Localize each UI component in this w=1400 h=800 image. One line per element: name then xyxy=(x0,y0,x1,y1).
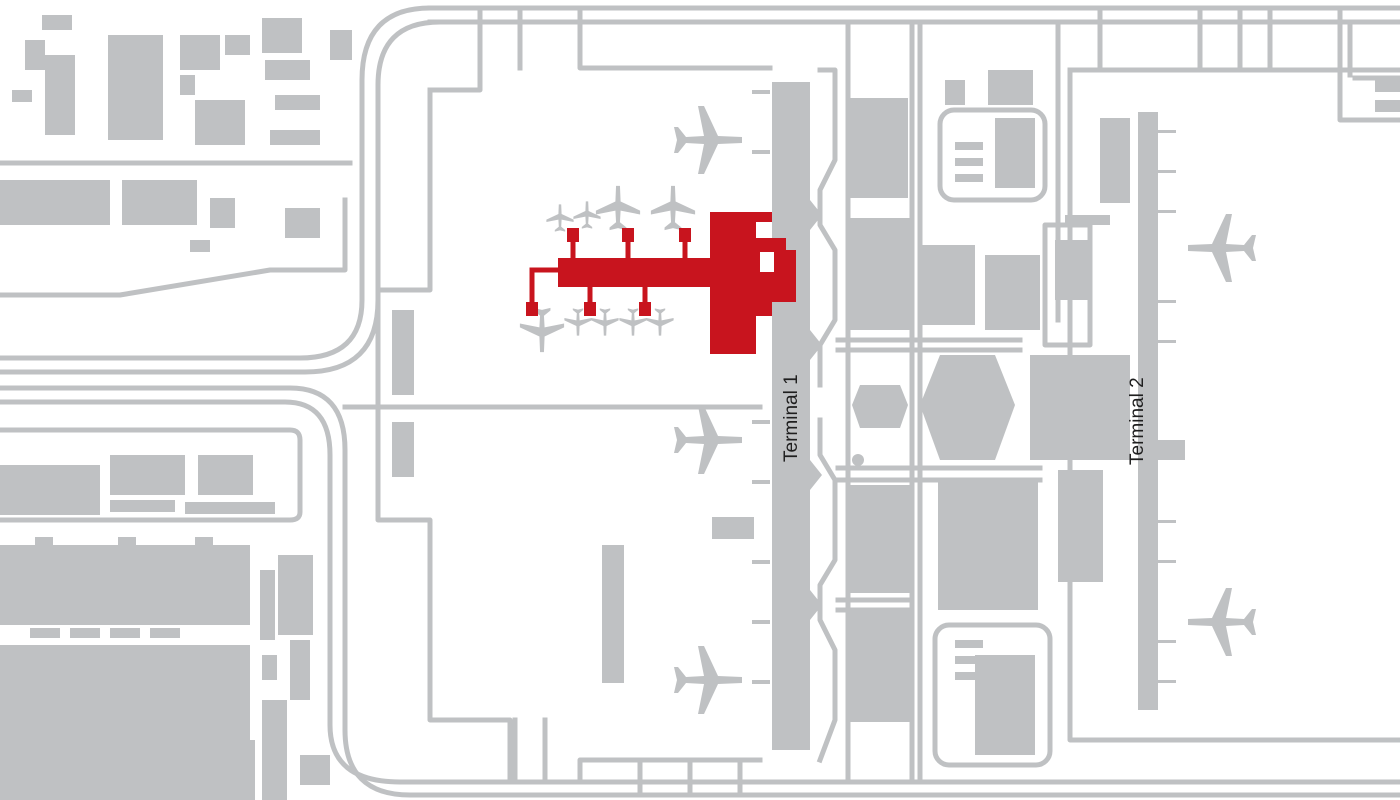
airplane-icon xyxy=(650,185,696,231)
airplane-icon xyxy=(674,406,742,474)
highlighted-pier[interactable] xyxy=(526,212,796,354)
airplane-icon xyxy=(1188,588,1256,656)
buildings xyxy=(0,15,1400,800)
airplane-icon xyxy=(1188,214,1256,282)
terminal-1-label: Terminal 1 xyxy=(781,374,802,462)
airplane-icon xyxy=(595,185,641,231)
airplane-icon xyxy=(674,106,742,174)
airplane-icon xyxy=(546,204,574,232)
airplane-icon xyxy=(573,201,601,229)
airplane-icon xyxy=(674,646,742,714)
road-network xyxy=(0,5,1400,798)
terminal-2-label: Terminal 2 xyxy=(1127,377,1148,465)
